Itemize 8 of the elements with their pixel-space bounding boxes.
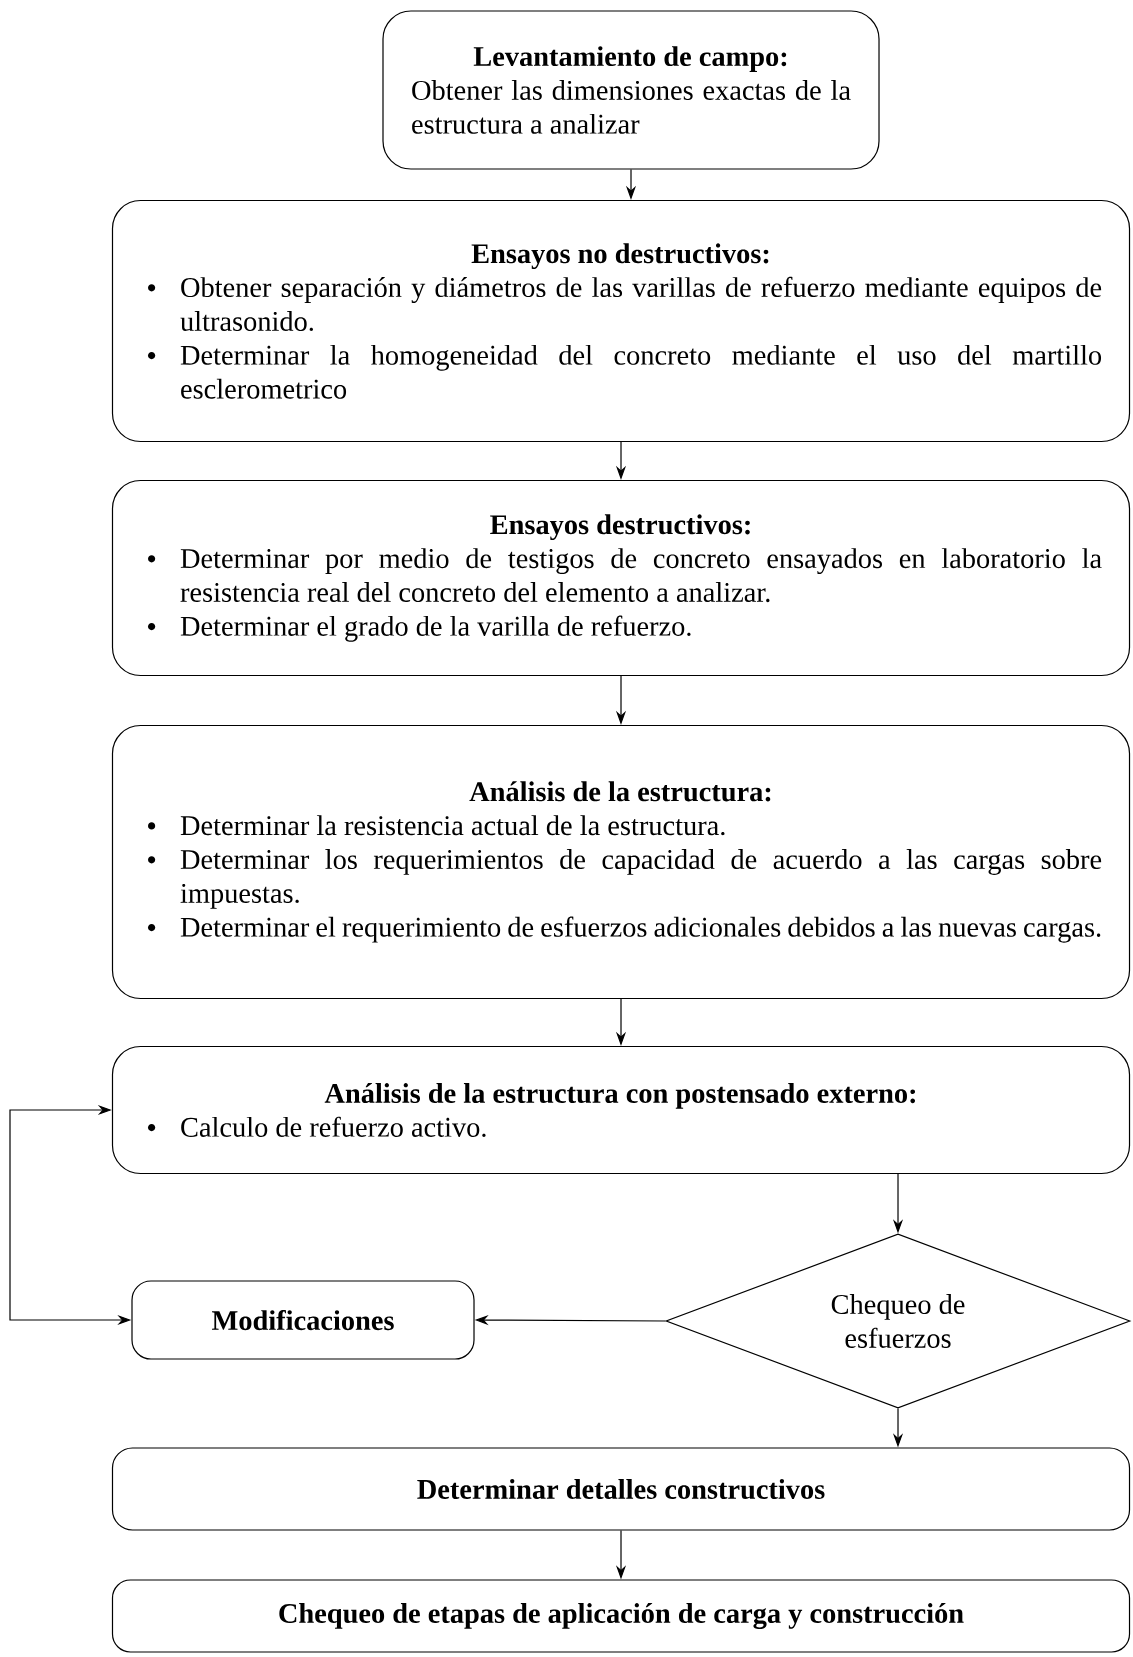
process-box: Análisis de la estructura con postensado externo: Calculo de refuerzo activo. — [111, 1045, 1131, 1175]
process-box: Chequeo de etapas de aplicación de carga y construcción — [111, 1579, 1131, 1653]
process-box: Ensayos destructivos: Determinar por medio de testigos de concreto ensayados en laboratorio la resistencia real del concreto del elemento a analizar. Determinar el grado de la varilla de refuerzo. — [111, 479, 1131, 677]
process-box: Modificaciones — [131, 1280, 475, 1360]
process-box: Ensayos no destructivos: Obtener separación y diámetros de las varillas de refuerzo mediante equipos de ultrasonido. Determinar la homogeneidad del concreto mediante el uso del martillo esclerometrico — [111, 199, 1131, 443]
process-box: Determinar detalles constructivos — [111, 1447, 1131, 1531]
process-box: Análisis de la estructura: Determinar la resistencia actual de la estructura. Determinar los requerimientos de capacidad de acuerdo a las cargas sobre impuestas. Determinar el requerimiento de esfuerzos adicionales debidos a las nuevas cargas. — [111, 724, 1131, 1000]
process-box: Levantamiento de campo: Obtener las dimensiones exactas de la estructura a analizar — [382, 10, 880, 170]
